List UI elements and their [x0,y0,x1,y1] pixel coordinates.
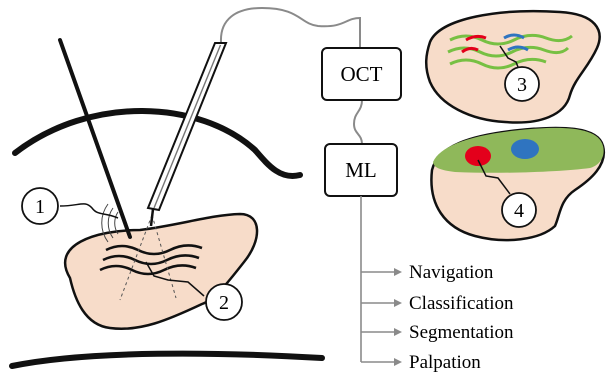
application-segmentation: Segmentation [409,322,514,343]
callout-1-leader [60,204,118,218]
oct-fiber-cable [221,8,360,48]
red-marker [465,146,491,166]
ml-block-label: ML [345,158,377,182]
callout-4-label: 4 [514,200,524,222]
callout-2-label: 2 [219,292,229,314]
application-tree [361,196,396,362]
oct-probe [148,43,226,226]
bottom-surface-line [12,354,322,366]
application-palpation: Palpation [409,352,481,373]
oct-block-label: OCT [341,62,383,86]
tissue-layers-view [426,11,599,122]
application-arrowheads [394,268,402,366]
callout-1-label: 1 [35,196,45,218]
oct-ml-link [354,100,362,144]
application-navigation: Navigation [409,262,494,283]
surgical-instrument [60,40,130,237]
application-classification: Classification [409,293,514,314]
callout-3-label: 3 [517,74,527,96]
surface-arc [15,111,300,176]
blue-marker [511,139,539,159]
